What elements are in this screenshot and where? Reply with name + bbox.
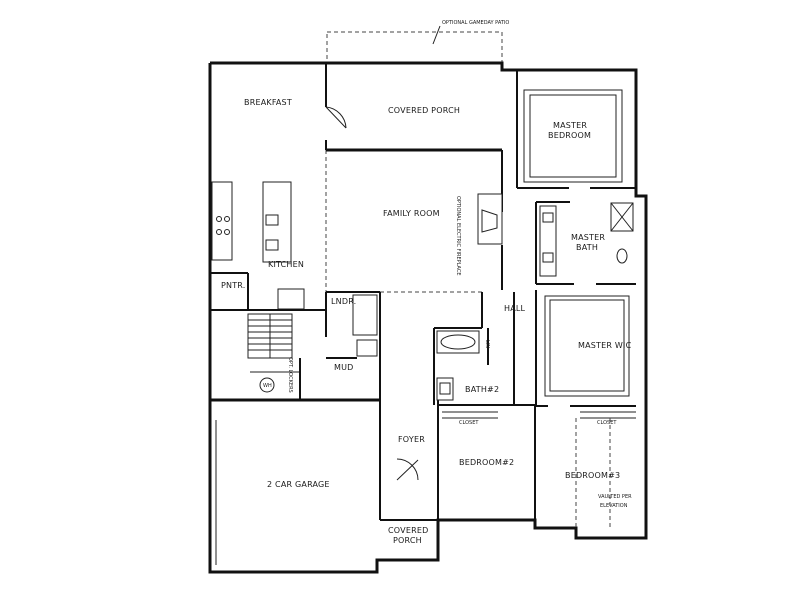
covered-porch-front-label-2: PORCH bbox=[393, 536, 422, 545]
bedroom-3: CLOSET BEDROOM#3 VAULTED PER ELEVATION bbox=[565, 411, 636, 528]
linen-label: LIN bbox=[484, 340, 490, 348]
master-bath-label-1: MASTER bbox=[571, 233, 605, 242]
master-bedroom: MASTER BEDROOM bbox=[516, 70, 636, 189]
foyer-label: FOYER bbox=[398, 435, 425, 444]
covered-porch-front: COVERED PORCH bbox=[388, 526, 428, 545]
master-bedroom-label-1: MASTER bbox=[553, 121, 587, 130]
closet-bed2-label: CLOSET bbox=[459, 420, 479, 426]
laundry-mud: LNDR. MUD OPT. LOCKERS WH bbox=[259, 291, 381, 400]
covered-porch-front-label-1: COVERED bbox=[388, 526, 428, 535]
mud-label: MUD bbox=[334, 363, 354, 372]
breakfast-label: BREAKFAST bbox=[244, 98, 292, 107]
closet-bed3-label: CLOSET bbox=[597, 420, 617, 426]
covered-porch-rear: COVERED PORCH bbox=[326, 106, 502, 152]
fireplace-label: OPTIONAL ELECTRIC FIREPLACE bbox=[455, 196, 461, 276]
bedroom-2: CLOSET BEDROOM#2 bbox=[438, 404, 536, 528]
hall-label: HALL bbox=[504, 304, 526, 313]
master-bedroom-label-2: BEDROOM bbox=[548, 131, 591, 140]
kitchen-counter bbox=[211, 181, 233, 261]
garage: 2 CAR GARAGE bbox=[210, 358, 380, 565]
bath2-label: BATH#2 bbox=[465, 385, 499, 394]
optional-patio: OPTIONAL GAMEDAY PATIO bbox=[326, 20, 509, 64]
bathtub bbox=[436, 330, 480, 354]
master-wic-label: MASTER WIC bbox=[578, 341, 632, 350]
patio-label: OPTIONAL GAMEDAY PATIO bbox=[442, 20, 509, 26]
lockers-label: OPT. LOCKERS bbox=[287, 357, 293, 393]
master-bath-label-2: BATH bbox=[576, 243, 598, 252]
kitchen-label: KITCHEN bbox=[268, 260, 304, 269]
breakfast-kitchen: BREAKFAST KITCHEN PNTR. bbox=[210, 63, 347, 311]
bedroom3-label: BEDROOM#3 bbox=[565, 471, 620, 480]
exterior-walls bbox=[208, 61, 648, 574]
water-heater-label: WH bbox=[263, 383, 272, 389]
laundry-label: LNDR. bbox=[331, 297, 356, 306]
master-wic: MASTER WIC bbox=[535, 290, 636, 407]
family-room: OPTIONAL ELECTRIC FIREPLACE FAMILY ROOM bbox=[380, 150, 503, 293]
bedroom2-label: BEDROOM#2 bbox=[459, 458, 514, 467]
toilet bbox=[616, 248, 628, 264]
pantry-label: PNTR. bbox=[221, 281, 246, 290]
garage-label: 2 CAR GARAGE bbox=[267, 480, 330, 489]
foyer: FOYER bbox=[379, 400, 439, 521]
vaulted-label-1: VAULTED PER bbox=[598, 494, 632, 500]
stairs bbox=[247, 313, 293, 359]
water-heater bbox=[259, 377, 275, 393]
covered-porch-rear-label: COVERED PORCH bbox=[388, 106, 460, 115]
bath-2: LIN BATH#2 bbox=[433, 327, 499, 405]
family-room-label: FAMILY ROOM bbox=[383, 209, 440, 218]
master-bath: MASTER BATH bbox=[535, 201, 636, 285]
hall: HALL bbox=[481, 292, 526, 405]
vaulted-label-2: ELEVATION bbox=[600, 503, 628, 509]
